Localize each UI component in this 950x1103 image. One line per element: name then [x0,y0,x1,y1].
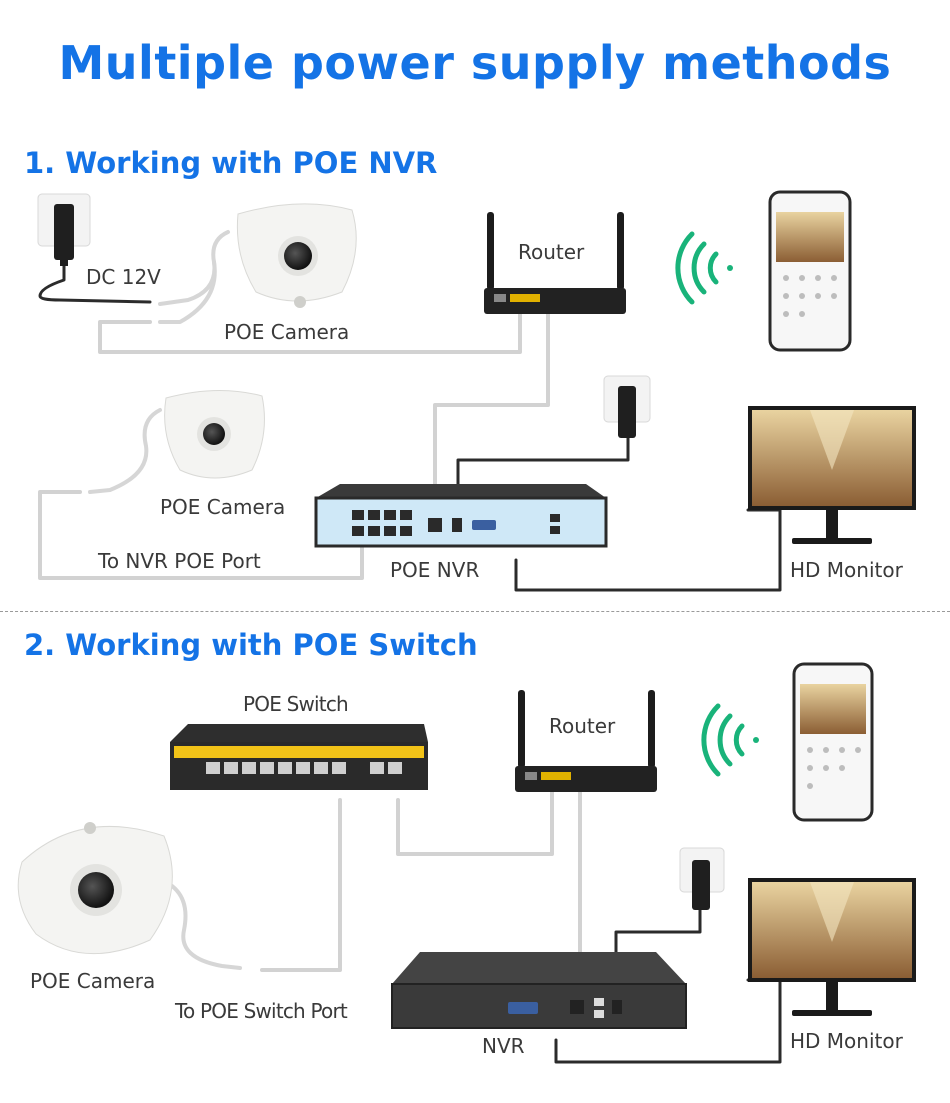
power-adapter-icon [679,847,725,910]
nvr-poe-port-label: To NVR POE Port [98,549,261,573]
page-title: Multiple power supply methods [58,36,892,90]
nvr-label: NVR [482,1034,525,1058]
monitor-icon [748,406,916,544]
dc-12v-label: DC 12V [86,265,161,289]
hd-monitor-label: HD Monitor [790,1029,903,1053]
router-icon [515,690,657,792]
poe-nvr-label: POE NVR [390,558,480,582]
camera-icon [236,203,357,308]
poe-camera-label: POE Camera [224,320,350,344]
power-adapter-icon [603,375,651,438]
poe-switch-icon [170,724,428,790]
section-2-heading: 2. Working with POE Switch [24,628,478,662]
nvr-icon [391,952,687,1029]
wifi-icon [675,231,733,305]
smartphone-icon [768,190,852,352]
router-icon [484,212,626,314]
camera-icon [164,390,265,479]
poe-switch-label: POE Switch [243,692,349,716]
router-label: Router [518,240,585,264]
poe-camera-label: POE Camera [30,969,156,993]
hd-monitor-label: HD Monitor [790,558,903,582]
power-adapter-icon [37,193,91,266]
router-label: Router [549,714,616,738]
section-divider [0,611,950,612]
poe-camera-label: POE Camera [160,495,286,519]
smartphone-icon [792,662,874,822]
monitor-icon [748,878,916,1016]
nvr-icon [314,484,608,548]
poe-switch-port-label: To POE Switch Port [175,999,348,1023]
wifi-icon [701,703,759,777]
camera-icon [17,822,173,955]
section-1-heading: 1. Working with POE NVR [24,146,438,180]
